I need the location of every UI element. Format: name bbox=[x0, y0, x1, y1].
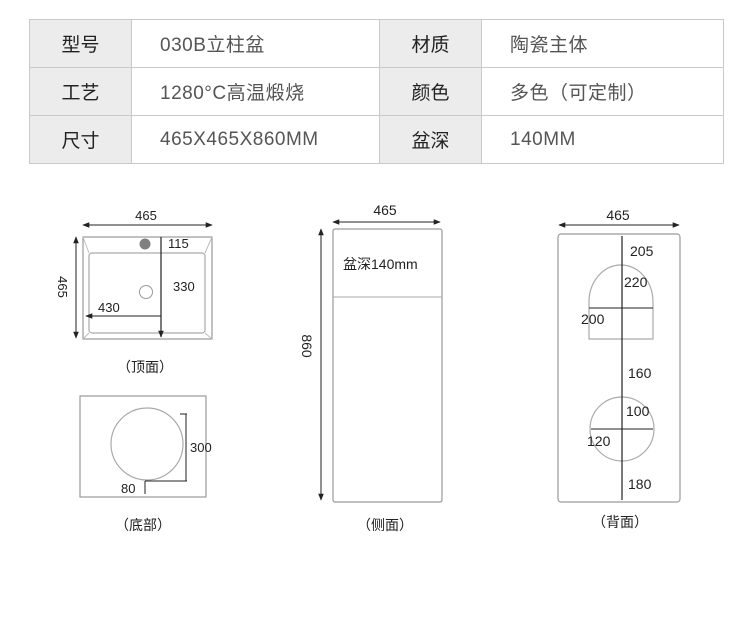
spec-label: 盆深 bbox=[379, 115, 482, 164]
top-dim-c: 430 bbox=[98, 300, 120, 315]
spec-label: 型号 bbox=[29, 19, 132, 68]
back-dim-a: 205 bbox=[630, 243, 654, 259]
bottom-circle bbox=[110, 407, 184, 481]
table-row: 型号 030B立柱盆 材质 陶瓷主体 bbox=[29, 19, 724, 68]
spec-table: 型号 030B立柱盆 材质 陶瓷主体 工艺 1280°C高温煅烧 颜色 多色（可… bbox=[29, 19, 724, 164]
side-width-label: 465 bbox=[373, 202, 397, 218]
spec-label: 颜色 bbox=[379, 67, 482, 116]
side-view: 465 860 盆深140mm （侧面） bbox=[299, 202, 443, 533]
bottom-dim-b: 80 bbox=[121, 481, 135, 496]
spec-value: 465X465X860MM bbox=[131, 115, 380, 164]
top-dim-b: 330 bbox=[173, 279, 195, 294]
spec-label: 尺寸 bbox=[29, 115, 132, 164]
spec-value: 1280°C高温煅烧 bbox=[131, 67, 380, 116]
back-dim-b: 220 bbox=[624, 274, 648, 290]
table-row: 尺寸 465X465X860MM 盆深 140MM bbox=[29, 115, 724, 164]
back-dim-e: 100 bbox=[626, 403, 650, 419]
back-caption: （背面） bbox=[592, 514, 648, 530]
top-depth-label: 465 bbox=[55, 276, 70, 298]
table-row: 工艺 1280°C高温煅烧 颜色 多色（可定制） bbox=[29, 67, 724, 116]
side-height-label: 860 bbox=[299, 334, 315, 358]
spec-value: 多色（可定制） bbox=[481, 67, 724, 116]
faucet-hole-icon bbox=[139, 238, 151, 250]
spec-value: 140MM bbox=[481, 115, 724, 164]
top-view: 465 465 115 330 430 （顶面） bbox=[55, 208, 213, 375]
bottom-view: 300 80 （底部） bbox=[79, 395, 212, 533]
back-dim-c: 200 bbox=[581, 311, 605, 327]
back-dim-d: 160 bbox=[628, 365, 652, 381]
back-dim-f: 120 bbox=[587, 433, 611, 449]
bottom-dim-a: 300 bbox=[190, 440, 212, 455]
back-arch bbox=[588, 264, 654, 340]
top-caption: （顶面） bbox=[117, 359, 173, 375]
back-dim-g: 180 bbox=[628, 476, 652, 492]
bottom-caption: （底部） bbox=[115, 517, 171, 533]
back-view: 465 205 220 200 160 100 120 180 （背面） bbox=[557, 207, 681, 530]
spec-value: 陶瓷主体 bbox=[481, 19, 724, 68]
top-dim-a: 115 bbox=[168, 236, 189, 251]
side-basin-label: 盆深140mm bbox=[343, 256, 418, 272]
back-width-label: 465 bbox=[606, 207, 630, 223]
drain-icon bbox=[139, 285, 153, 299]
top-width-label: 465 bbox=[135, 208, 157, 223]
side-caption: （侧面） bbox=[357, 517, 413, 533]
spec-label: 工艺 bbox=[29, 67, 132, 116]
